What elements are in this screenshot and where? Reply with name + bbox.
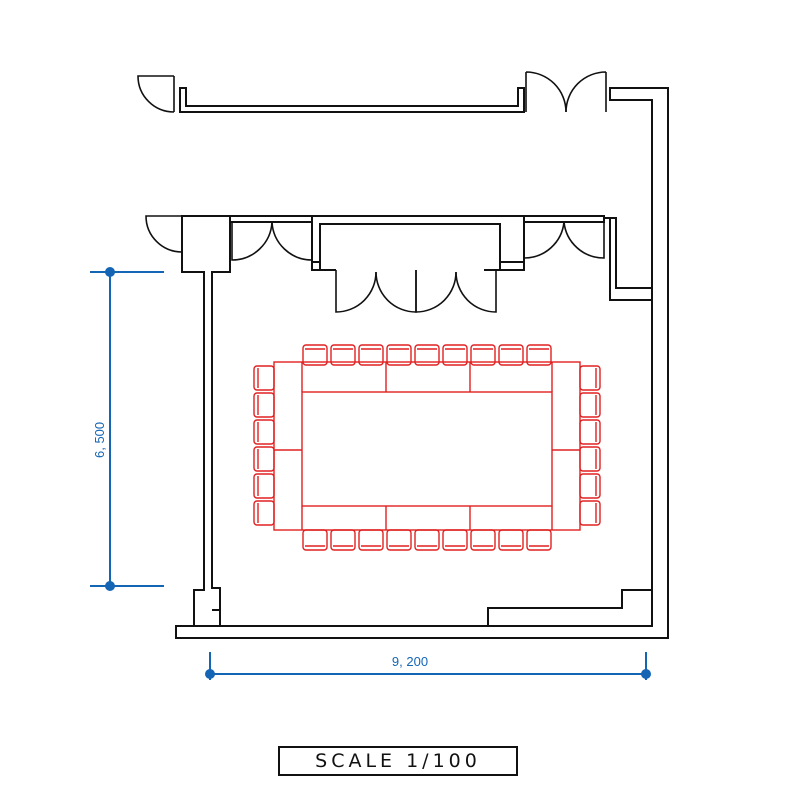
scale-label: SCALE 1/100 (278, 746, 518, 776)
entrance-wall (229, 215, 605, 271)
chair-left (253, 446, 275, 472)
door-left-outer (145, 215, 183, 253)
chair-right (579, 500, 601, 526)
table-segments (274, 362, 580, 530)
chair-top (442, 344, 468, 366)
chair-top (358, 344, 384, 366)
door-entrance-quad (335, 270, 497, 313)
chair-top (330, 344, 356, 366)
chair-right (579, 365, 601, 391)
chair-top (526, 344, 552, 366)
door-right-pair (523, 221, 605, 259)
chair-bottom (498, 529, 524, 551)
chair-right (579, 446, 601, 472)
chair-bottom (442, 529, 468, 551)
chair-bottom (526, 529, 552, 551)
right-wall (175, 87, 669, 639)
chair-top (498, 344, 524, 366)
chair-right (579, 392, 601, 418)
top-corridor-wall (179, 87, 525, 113)
chair-right (579, 473, 601, 499)
chair-bottom (414, 529, 440, 551)
chair-left (253, 365, 275, 391)
chair-bottom (386, 529, 412, 551)
depth-dimension: 6, 500 (90, 267, 164, 591)
chair-right (579, 419, 601, 445)
chair-left (253, 419, 275, 445)
depth-label: 6, 500 (92, 422, 107, 458)
table-inner (301, 391, 553, 507)
chair-bottom (330, 529, 356, 551)
left-wall (181, 215, 231, 627)
inner-lower-wall (212, 589, 652, 627)
chair-top (302, 344, 328, 366)
door-top-right-pair (525, 71, 607, 113)
chair-top (470, 344, 496, 366)
chair-bottom (302, 529, 328, 551)
conference-table-group (253, 344, 601, 551)
chair-left (253, 473, 275, 499)
door-left-pair (231, 221, 313, 261)
chair-top (386, 344, 412, 366)
table-outer (273, 361, 581, 531)
door-top-left (137, 75, 175, 113)
chair-left (253, 500, 275, 526)
width-label: 9, 200 (392, 654, 428, 669)
chairs (253, 344, 601, 551)
chair-top (414, 344, 440, 366)
chair-left (253, 392, 275, 418)
chair-bottom (358, 529, 384, 551)
chair-bottom (470, 529, 496, 551)
width-dimension: 9, 200 (205, 652, 651, 680)
